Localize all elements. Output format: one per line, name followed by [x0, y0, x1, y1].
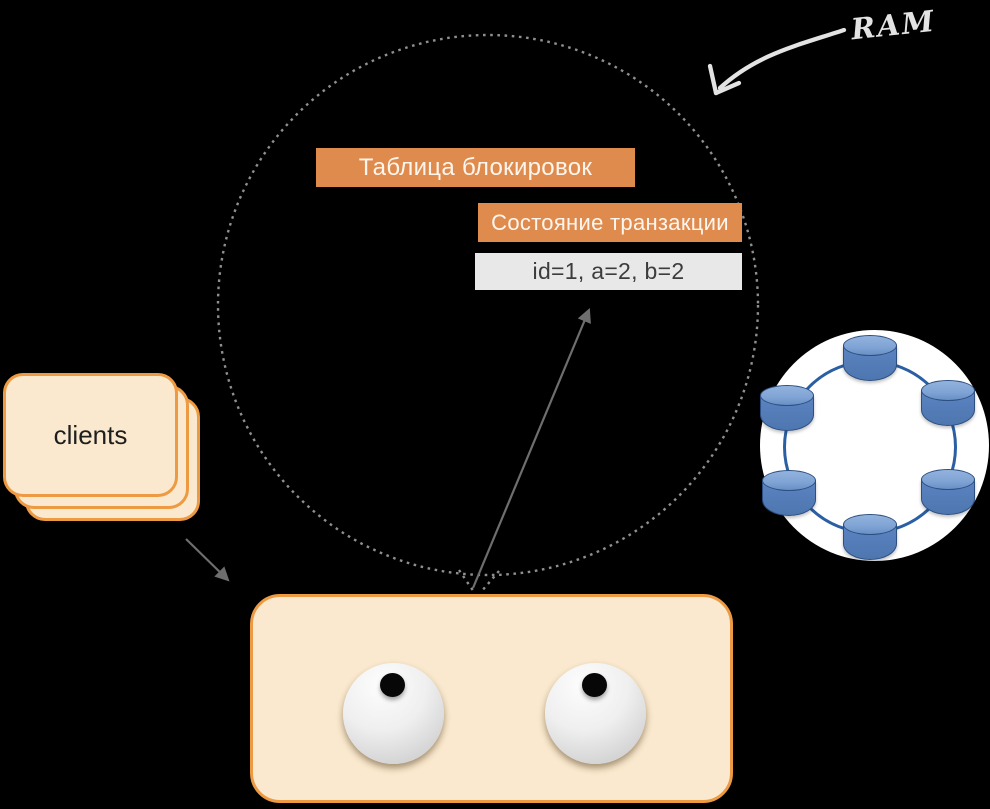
- bubble-tail-left: [458, 569, 475, 593]
- ram-label: RAM: [849, 3, 938, 47]
- clients-card-front: clients: [3, 373, 178, 497]
- lock-table-label: Таблица блокировок: [358, 153, 593, 181]
- eye-icon: [343, 663, 444, 764]
- database-cylinder-icon: [762, 470, 816, 516]
- ram-arrowhead-barb: [713, 80, 742, 96]
- storage-box: [250, 594, 733, 803]
- eye-icon: [545, 663, 646, 764]
- pupil-icon: [582, 673, 607, 697]
- bubble-tail-right: [480, 570, 500, 593]
- database-cylinder-icon: [921, 469, 975, 515]
- storage-to-state-arrow-icon: [471, 308, 591, 589]
- database-cylinder-icon: [843, 514, 897, 560]
- transaction-record-box: id=1, a=2, b=2: [475, 253, 742, 290]
- database-cylinder-icon: [921, 380, 975, 426]
- ram-arrowhead-barb: [707, 63, 719, 96]
- clients-to-storage-arrow-icon: [185, 538, 230, 582]
- transaction-state-box: Состояние транзакции: [478, 203, 742, 242]
- memory-bubble-circle-icon: [216, 33, 760, 577]
- database-cylinder-icon: [760, 385, 814, 431]
- transaction-state-label: Состояние транзакции: [491, 209, 729, 235]
- pupil-icon: [380, 673, 405, 697]
- lock-table-box: Таблица блокировок: [316, 148, 635, 187]
- clients-label: clients: [53, 419, 128, 450]
- ram-arrow-icon: [717, 27, 847, 91]
- database-cylinder-icon: [843, 335, 897, 381]
- transaction-record-value: id=1, a=2, b=2: [532, 258, 685, 284]
